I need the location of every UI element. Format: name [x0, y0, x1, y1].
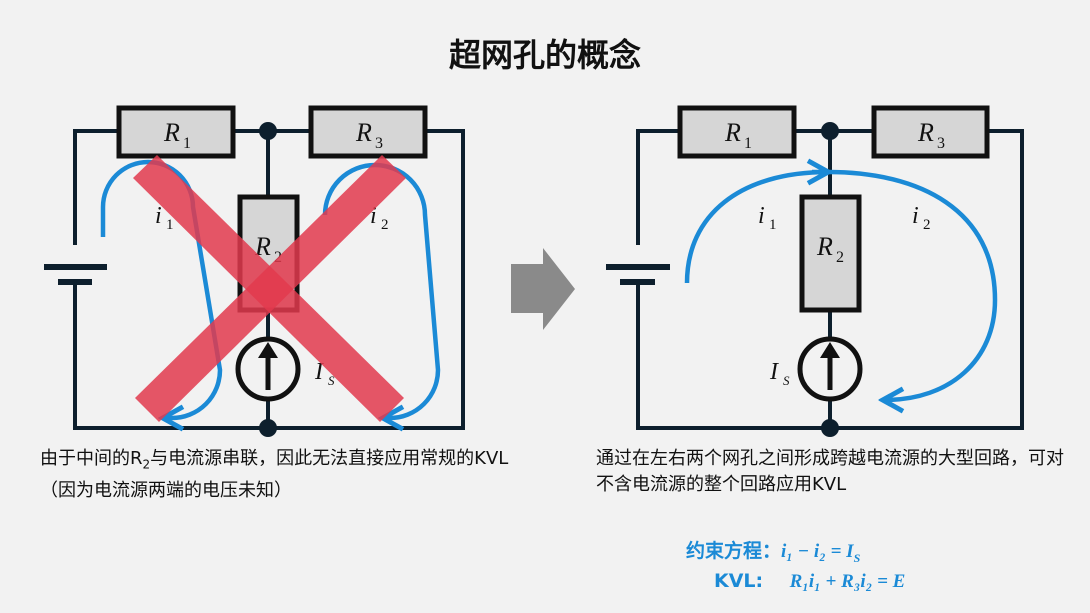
caption-left-part2: 与电流源串联，因此无法直接应用常规的KVL（因为电流源两端的电压未知）: [40, 448, 509, 501]
left-r1-label: R: [163, 118, 180, 147]
constraint-label: 约束方程：: [686, 540, 782, 562]
constraint-equation: 约束方程：i₁ − i₂ = IS: [686, 536, 860, 566]
right-i2-label: i: [912, 203, 919, 229]
right-i2-sub: 2: [923, 217, 931, 233]
left-r3-sub: 3: [375, 135, 383, 152]
left-i2-label: i: [370, 203, 377, 229]
left-is-label: I: [314, 359, 324, 385]
right-wires: [636, 129, 1024, 430]
left-current-source: I S: [235, 336, 335, 402]
left-node-top: [259, 122, 277, 140]
page-title: 超网孔的概念: [448, 36, 641, 74]
left-r2-label: R: [254, 232, 271, 261]
right-r2-sub: 2: [836, 249, 844, 266]
right-r3-label: R: [917, 118, 934, 147]
right-node-bottom: [821, 419, 839, 437]
right-node-top: [821, 122, 839, 140]
cross-mark: [133, 155, 406, 422]
kvl-equation: KVL: R₁i₁ + R₃i₂ = E: [714, 570, 905, 593]
right-r1-sub: 1: [744, 135, 752, 152]
right-i1-label: i: [758, 203, 765, 229]
right-is-sub: S: [783, 373, 790, 388]
left-r3-label: R: [355, 118, 372, 147]
left-node-bottom: [259, 419, 277, 437]
left-circuit: R 1 R 3 R 2 I S: [44, 105, 465, 437]
left-is-sub: S: [328, 373, 335, 388]
caption-left: 由于中间的R2与电流源串联，因此无法直接应用常规的KVL（因为电流源两端的电压未…: [40, 446, 510, 504]
left-battery: [44, 264, 107, 285]
right-resistor-r2: R 2: [799, 194, 862, 313]
right-r2-label: R: [816, 232, 833, 261]
caption-right: 通过在左右两个网孔之间形成跨越电流源的大型回路，可对不含电流源的整个回路应用KV…: [596, 448, 1064, 495]
right-current-source: I S: [769, 336, 863, 402]
left-r1-sub: 1: [183, 135, 191, 152]
caption-left-part1: 由于中间的R: [40, 448, 143, 469]
right-battery: [606, 264, 670, 285]
right-is-label: I: [769, 359, 779, 385]
transition-arrow-icon: [511, 248, 575, 330]
left-resistor-r3: R 3: [308, 105, 428, 159]
constraint-formula: i₁ − i₂ = I: [781, 541, 854, 562]
right-circuit: R 1 R 3 R 2 I S: [606, 105, 1024, 437]
left-i1-label: i: [155, 203, 162, 229]
right-resistor-r1: R 1: [677, 105, 797, 159]
left-resistor-r1: R 1: [116, 105, 236, 159]
right-r1-label: R: [724, 118, 741, 147]
left-i2-sub: 2: [381, 217, 389, 233]
right-r3-sub: 3: [937, 135, 945, 152]
kvl-label: KVL:: [714, 570, 764, 592]
right-supermesh-loop: [684, 172, 998, 400]
caption-left-sub: 2: [142, 457, 151, 472]
left-i1-sub: 1: [166, 217, 174, 233]
kvl-formula: R₁i₁ + R₃i₂ = E: [789, 571, 906, 592]
right-resistor-r3: R 3: [871, 105, 990, 159]
right-i1-sub: 1: [769, 217, 777, 233]
left-mesh-loops: [100, 159, 441, 418]
constraint-formula-sub: S: [853, 550, 861, 565]
